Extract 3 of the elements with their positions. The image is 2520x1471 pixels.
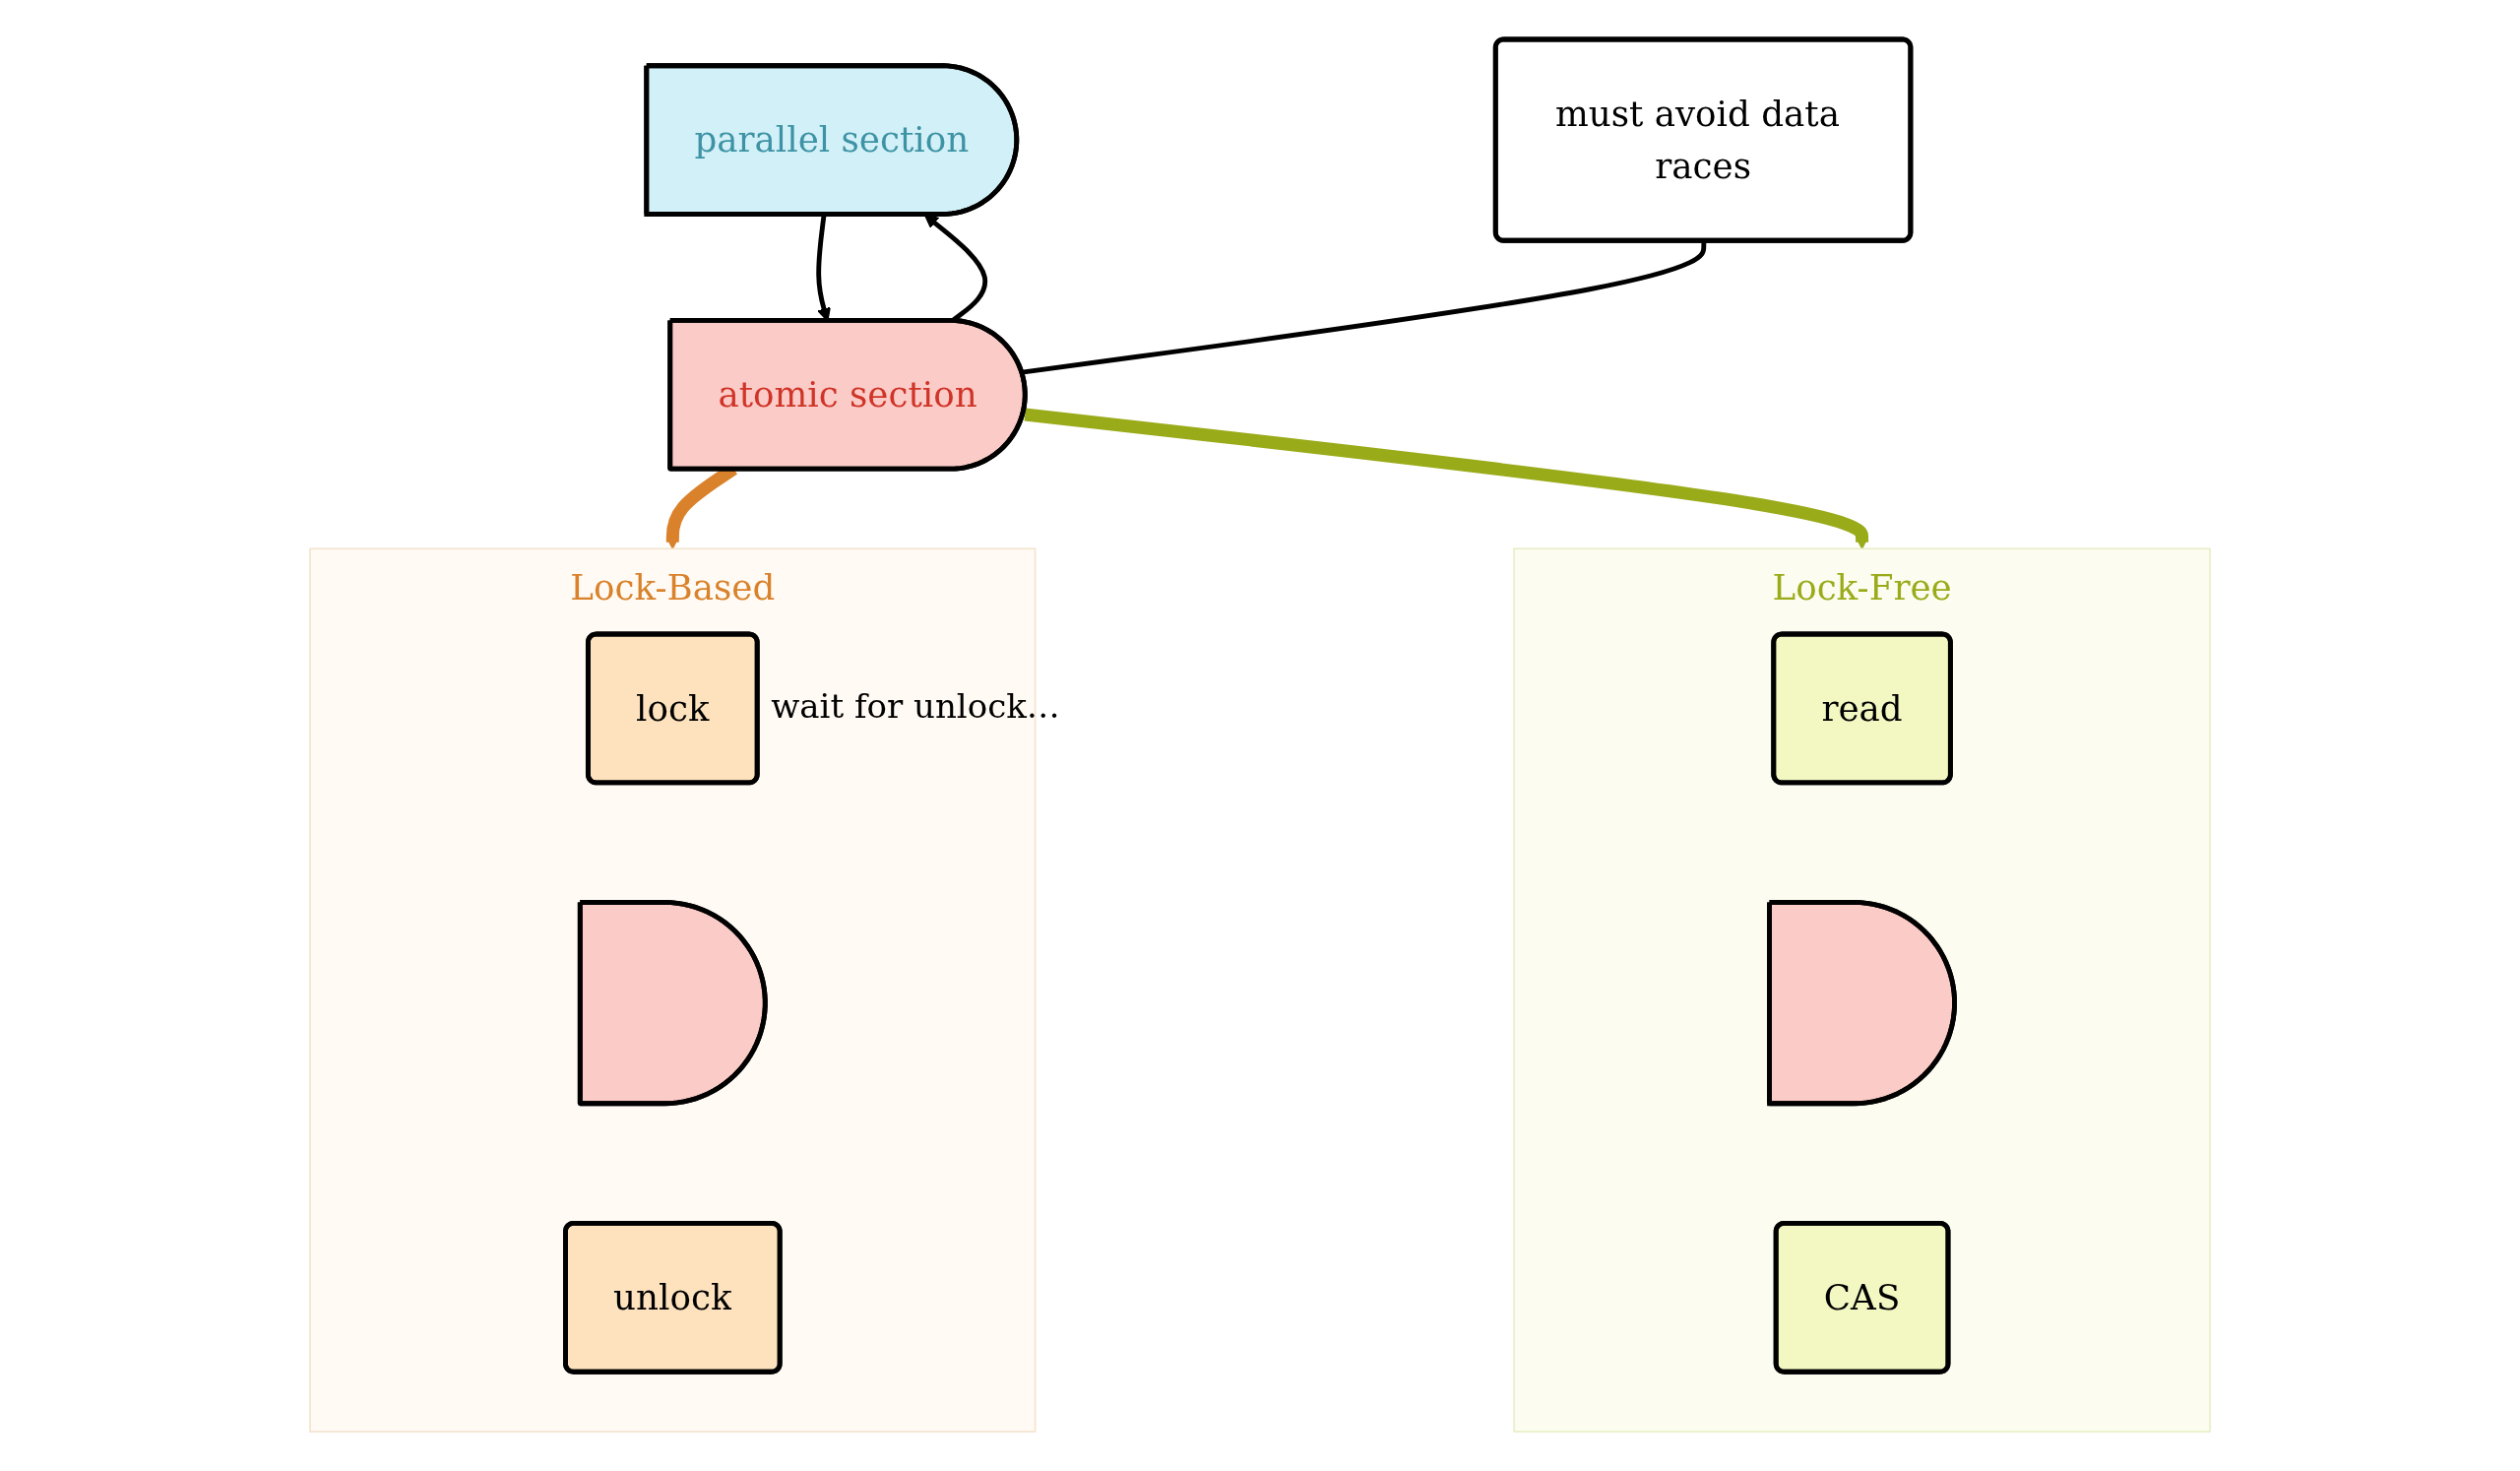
annotation-text: wait for unlock…: [771, 686, 1060, 727]
connector: [1022, 241, 1707, 375]
arrow: [1024, 408, 1869, 549]
